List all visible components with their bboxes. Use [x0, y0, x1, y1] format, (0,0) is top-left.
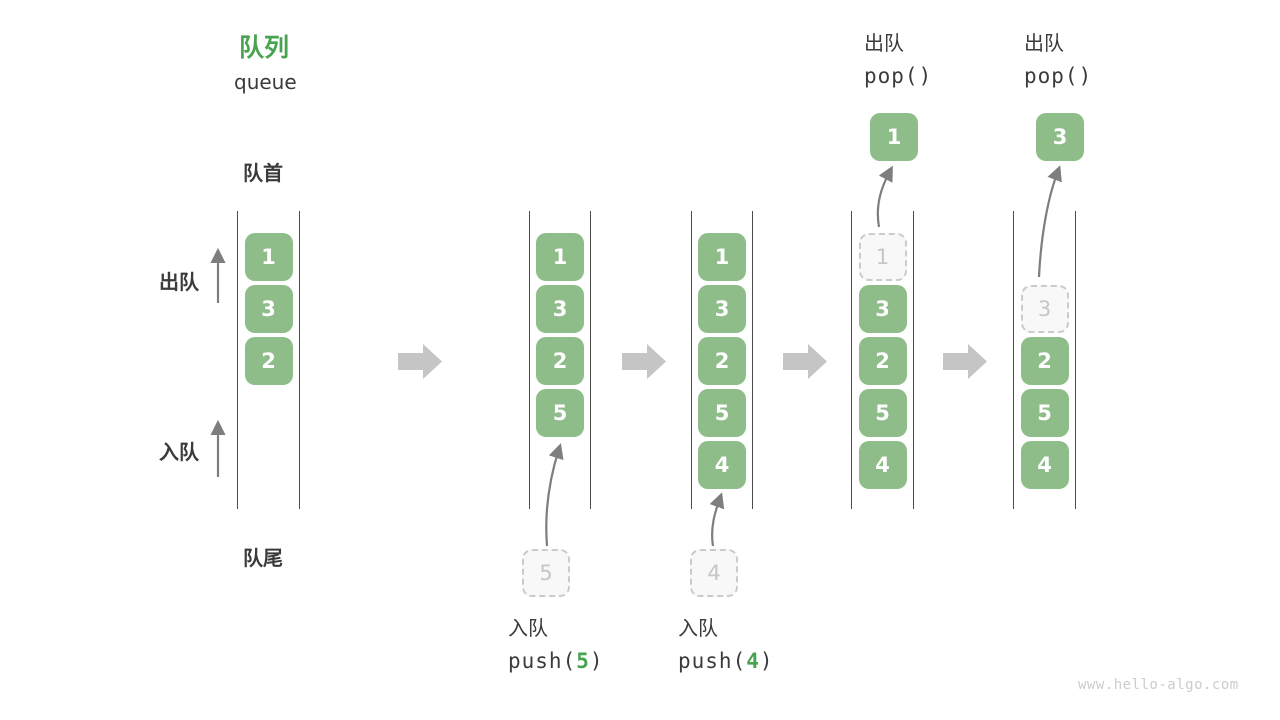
queue-column-1: 1 3 2: [237, 211, 300, 509]
dequeue-op-label: 出队 pop(): [864, 33, 932, 87]
queue-item: 1: [244, 233, 293, 281]
step-arrow-icon: [398, 344, 442, 379]
queue-column-4: 1 3 2 5 4: [851, 211, 914, 509]
queue-item: 2: [698, 337, 746, 385]
enqueue-op-label: 入队 push(5): [508, 618, 604, 672]
queue-item: 4: [858, 441, 907, 489]
enqueue-op-code: push(5): [508, 649, 604, 673]
queue-item: 3: [858, 285, 907, 333]
queue-item: 2: [244, 337, 293, 385]
queue-item: 4: [1020, 441, 1069, 489]
pending-item: 4: [690, 549, 738, 597]
enqueue-op-zh: 入队: [678, 616, 718, 640]
queue-item: 5: [858, 389, 907, 437]
queue-front-label: 队首: [243, 161, 283, 185]
queue-item: 3: [536, 285, 584, 333]
removed-item-slot: 1: [858, 233, 907, 281]
queue-item: 5: [1020, 389, 1069, 437]
queue-item: 5: [698, 389, 746, 437]
queue-column-2: 1 3 2 5: [529, 211, 591, 509]
step-arrow-icon: [783, 344, 827, 379]
queue-item: 1: [536, 233, 584, 281]
push-arg: 5: [576, 649, 590, 673]
queue-column-3: 1 3 2 5 4: [691, 211, 753, 509]
dequeue-side-label: 出队: [159, 270, 199, 294]
dequeue-op-zh: 出队: [1024, 31, 1064, 55]
dequeue-op-code: pop(): [864, 64, 933, 88]
queue-rear-label: 队尾: [243, 546, 283, 570]
dequeue-op-label: 出队 pop(): [1024, 33, 1092, 87]
queue-item: 3: [698, 285, 746, 333]
queue-column-5: 3 2 5 4: [1013, 211, 1076, 509]
queue-item: 1: [698, 233, 746, 281]
queue-item: 2: [858, 337, 907, 385]
enqueue-op-label: 入队 push(4): [678, 618, 774, 672]
queue-item: 2: [1020, 337, 1069, 385]
enqueue-op-zh: 入队: [508, 616, 548, 640]
removed-item-slot: 3: [1020, 285, 1069, 333]
diagram-title-zh: 队列: [239, 33, 290, 62]
step-arrow-icon: [943, 344, 987, 379]
watermark: www.hello-algo.com: [1078, 677, 1239, 693]
diagram-title-en: queue: [234, 70, 297, 94]
dequeue-op-code: pop(): [1024, 64, 1093, 88]
queue-item: 3: [244, 285, 293, 333]
dequeue-op-zh: 出队: [864, 31, 904, 55]
queue-item: 4: [698, 441, 746, 489]
queue-item: 2: [536, 337, 584, 385]
push-arg: 4: [746, 649, 760, 673]
queue-item: 5: [536, 389, 584, 437]
enqueue-op-code: push(4): [678, 649, 774, 673]
pending-item: 5: [522, 549, 570, 597]
popped-item: 3: [1036, 113, 1084, 161]
enqueue-side-label: 入队: [159, 440, 199, 464]
step-arrow-icon: [622, 344, 666, 379]
popped-item: 1: [870, 113, 918, 161]
